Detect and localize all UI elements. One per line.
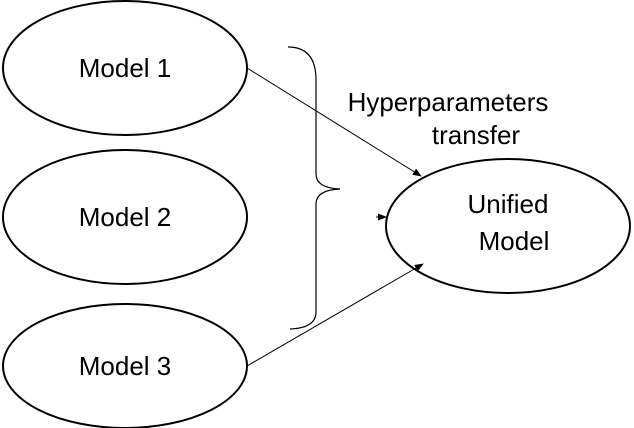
node-model-1: Model 1 (2, 0, 248, 136)
unified-model-ellipse (385, 158, 631, 294)
node-unified-model: Unified Model (385, 158, 631, 294)
edge-model-3-to-unified (246, 263, 424, 367)
grouping-brace (287, 46, 341, 330)
unified-model-label-line1: Unified (468, 189, 549, 219)
node-model-3: Model 3 (2, 303, 248, 428)
model-3-label: Model 3 (79, 351, 172, 381)
unified-model-label-line2: Model (479, 226, 550, 256)
model-1-label: Model 1 (79, 53, 172, 83)
model-2-label: Model 2 (79, 202, 172, 232)
node-model-2: Model 2 (2, 149, 248, 285)
hyperparameters-transfer-label-line1: Hyperparameters (348, 87, 549, 117)
hyperparameters-transfer-label-line2: transfer (432, 120, 520, 150)
model-2-ellipse (2, 149, 248, 285)
edge-model-1-to-unified (246, 67, 422, 177)
